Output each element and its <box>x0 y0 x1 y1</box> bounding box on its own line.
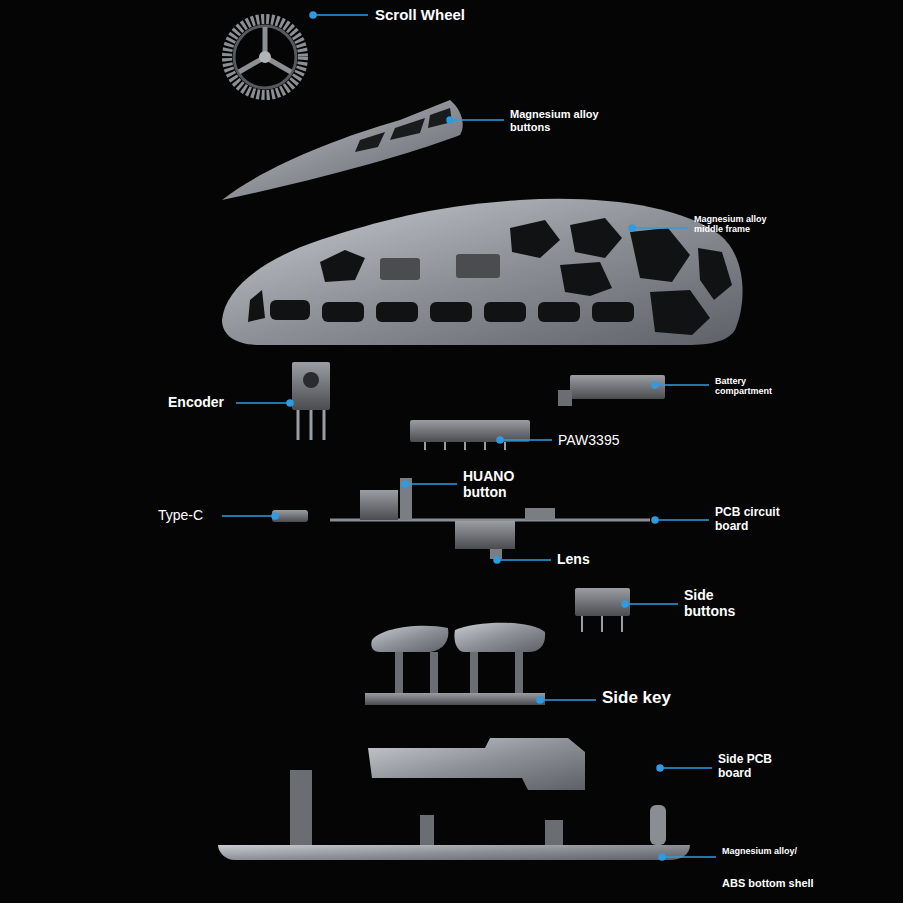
encoder-part <box>292 362 330 440</box>
scroll-wheel <box>227 19 303 95</box>
bottom-shell <box>218 770 690 860</box>
switch-part <box>575 588 630 632</box>
middle-frame <box>222 199 743 345</box>
part-label: Side PCB board <box>718 753 784 781</box>
button-shell <box>222 100 463 200</box>
part-label: PCB circuit board <box>715 506 799 534</box>
part-label: ABS bottom shell <box>722 877 882 890</box>
part-label: Side key <box>602 688 722 708</box>
part-label: Encoder <box>168 394 268 410</box>
pcb-part <box>272 478 650 559</box>
leader-lines <box>222 12 716 860</box>
part-label: Side buttons <box>684 587 744 619</box>
part-label: Type-C <box>158 507 238 523</box>
part-label: Magnesium alloy/ <box>722 846 842 856</box>
part-label: Lens <box>557 551 637 567</box>
part-label: HUANO button <box>463 468 525 500</box>
part-label: PAW3395 <box>558 432 678 448</box>
sensor-part <box>410 420 530 450</box>
part-label: Battery compartment <box>715 376 787 397</box>
battery-part <box>558 375 665 406</box>
side-key-part <box>365 623 545 705</box>
part-label: Magnesium alloy middle frame <box>694 214 789 235</box>
side-pcb-part <box>368 738 585 790</box>
part-label: Scroll Wheel <box>375 6 575 23</box>
part-label: Magnesium alloy buttons <box>510 108 602 133</box>
